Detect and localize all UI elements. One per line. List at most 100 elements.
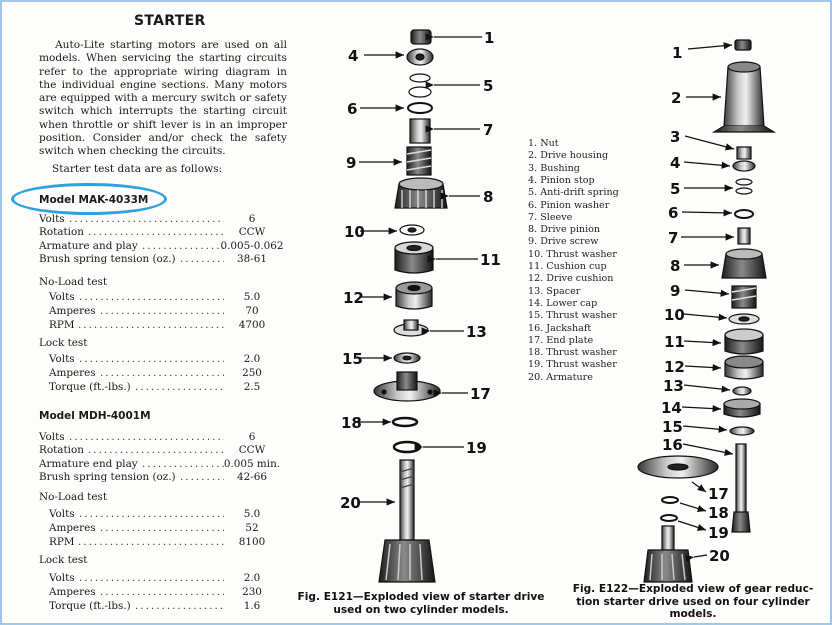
leader-dots: .......................... [100, 367, 224, 379]
spec-label: Brush spring tension (oz.) [39, 470, 176, 483]
leader-dots: ......... [180, 252, 224, 265]
spec-value: 2.0 [243, 572, 261, 584]
leader-dots: .......................... [100, 304, 224, 317]
spec-label: Armature end play [39, 457, 138, 470]
leader-dots: ................... [135, 600, 224, 612]
e122-callout-1: 1 [672, 44, 682, 62]
e121-callout-19: 19 [466, 439, 487, 457]
e122-part-thrust-washer-15 [729, 426, 755, 436]
parts-list-item: 15. Thrust washer [528, 310, 617, 322]
leader-dots: ................................. [69, 431, 224, 443]
e122-callout-14: 14 [661, 399, 682, 417]
e122-callout-5: 5 [670, 180, 680, 198]
e121-part-washer-19 [392, 440, 422, 454]
leader-dots: ............................. [88, 226, 224, 239]
parts-list-item: 4. Pinion stop [528, 174, 595, 186]
fig-e121-caption-line-1: Fig. E121—Exploded view of starter drive [297, 591, 545, 603]
model-1-title: Model MAK-4033M [39, 194, 149, 206]
spec-label: Volts [39, 431, 65, 443]
spec-value: CCW [238, 226, 266, 239]
e122-callout-9: 9 [670, 282, 680, 300]
e122-callout-17: 17 [708, 485, 729, 503]
spec-value: 38-61 [237, 252, 267, 265]
e122-callout-16: 16 [662, 436, 683, 454]
leader-dots: .......................... [100, 586, 224, 598]
e122-part-washer-18 [661, 496, 679, 504]
spec-label: Torque (ft.-lbs.) [49, 600, 131, 612]
fig-e122-caption-line-1: Fig. E122—Exploded view of gear reduc- [572, 583, 814, 595]
e122-part-bushing [736, 146, 752, 160]
e121-callout-11: 11 [480, 251, 501, 269]
parts-list-item: 1. Nut [528, 138, 559, 149]
e121-part-cushion-cup [394, 247, 434, 274]
leader-dots: ............................... [79, 508, 224, 520]
spec-value: 42-66 [237, 470, 267, 483]
leader-dots: ................... [135, 381, 224, 393]
parts-list-item: 12. Drive cushion [528, 273, 614, 285]
parts-list-item: 18. Thrust washer [528, 347, 617, 359]
e121-part-washer-18 [391, 416, 419, 428]
e122-part-nut [734, 39, 752, 51]
parts-list-item: 6. Pinion washer [528, 199, 610, 211]
e121-part-sleeve [409, 118, 431, 144]
lock-test-title: Lock test [39, 554, 88, 566]
spec-value: 2.0 [243, 353, 261, 365]
spec-value: 250 [242, 367, 262, 379]
spec-value: 2.5 [243, 381, 261, 393]
no-load-test-title: No-Load test [39, 276, 107, 288]
section-title: STARTER [134, 13, 206, 29]
e121-callout-6: 6 [347, 100, 357, 118]
spec-label: Volts [49, 291, 75, 303]
spec-label: Rotation [39, 444, 84, 457]
e121-callout-13: 13 [466, 323, 487, 341]
e121-callout-7: 7 [483, 121, 493, 139]
e122-callout-7: 7 [668, 229, 678, 247]
e122-part-washer [734, 209, 754, 219]
e122-part-washer-19 [660, 514, 678, 522]
e122-callout-13: 13 [663, 377, 684, 395]
spec-value: 6 [248, 431, 256, 443]
leader-dots: ................. [142, 457, 224, 470]
test-data-intro: Starter test data are as follows: [52, 163, 223, 175]
e121-callout-15: 15 [342, 350, 363, 368]
e122-callout-20: 20 [709, 547, 730, 565]
e122-part-sleeve [737, 227, 751, 245]
lock-test-title: Lock test [39, 337, 88, 349]
leader-dots: ............................... [79, 353, 224, 365]
e122-part-drive-housing [723, 66, 765, 127]
e122-callout-6: 6 [668, 204, 678, 222]
spec-label: RPM [49, 318, 75, 331]
fig-e122-callouts: 1 2 3 4 5 6 7 8 9 10 11 12 13 14 15 16 1… [661, 44, 730, 565]
spec-label: RPM [49, 535, 75, 548]
leader-dots: ................. [142, 239, 224, 252]
parts-list-item: 7. Sleeve [528, 211, 573, 223]
model-2-title: Model MDH-4001M [39, 410, 151, 422]
parts-list-item: 9. Drive screw [528, 236, 599, 248]
spec-value: 5.0 [243, 508, 261, 520]
parts-list-item: 5. Anti-drift spring [528, 187, 619, 199]
leader-dots: ......... [180, 470, 224, 483]
no-load-test-title: No-Load test [39, 491, 107, 503]
e122-callout-3: 3 [670, 128, 680, 146]
leader-dots: ................................. [69, 213, 224, 225]
e121-callout-12: 12 [343, 289, 364, 307]
e121-part-nut [410, 29, 432, 45]
spec-label: Armature and play [39, 239, 138, 252]
e121-callout-20: 20 [340, 494, 361, 512]
spec-label: Brush spring tension (oz.) [39, 252, 176, 265]
spec-label: Amperes [49, 521, 96, 534]
spec-value: 0.005-0.062 [220, 239, 284, 252]
spec-value: 52 [245, 521, 259, 534]
e122-part-pinion-stop [732, 160, 756, 172]
e122-part-armature [661, 525, 675, 551]
e121-callout-18: 18 [341, 414, 362, 432]
parts-list-item: 2. Drive housing [528, 150, 609, 162]
e122-callout-19: 19 [708, 524, 729, 542]
e121-callout-5: 5 [483, 77, 493, 95]
e121-part-spring [409, 73, 431, 83]
e122-callout-8: 8 [670, 257, 680, 275]
spec-label: Amperes [49, 586, 96, 598]
spec-value: 1.6 [243, 600, 261, 612]
leader-dots: .......................... [100, 521, 224, 534]
